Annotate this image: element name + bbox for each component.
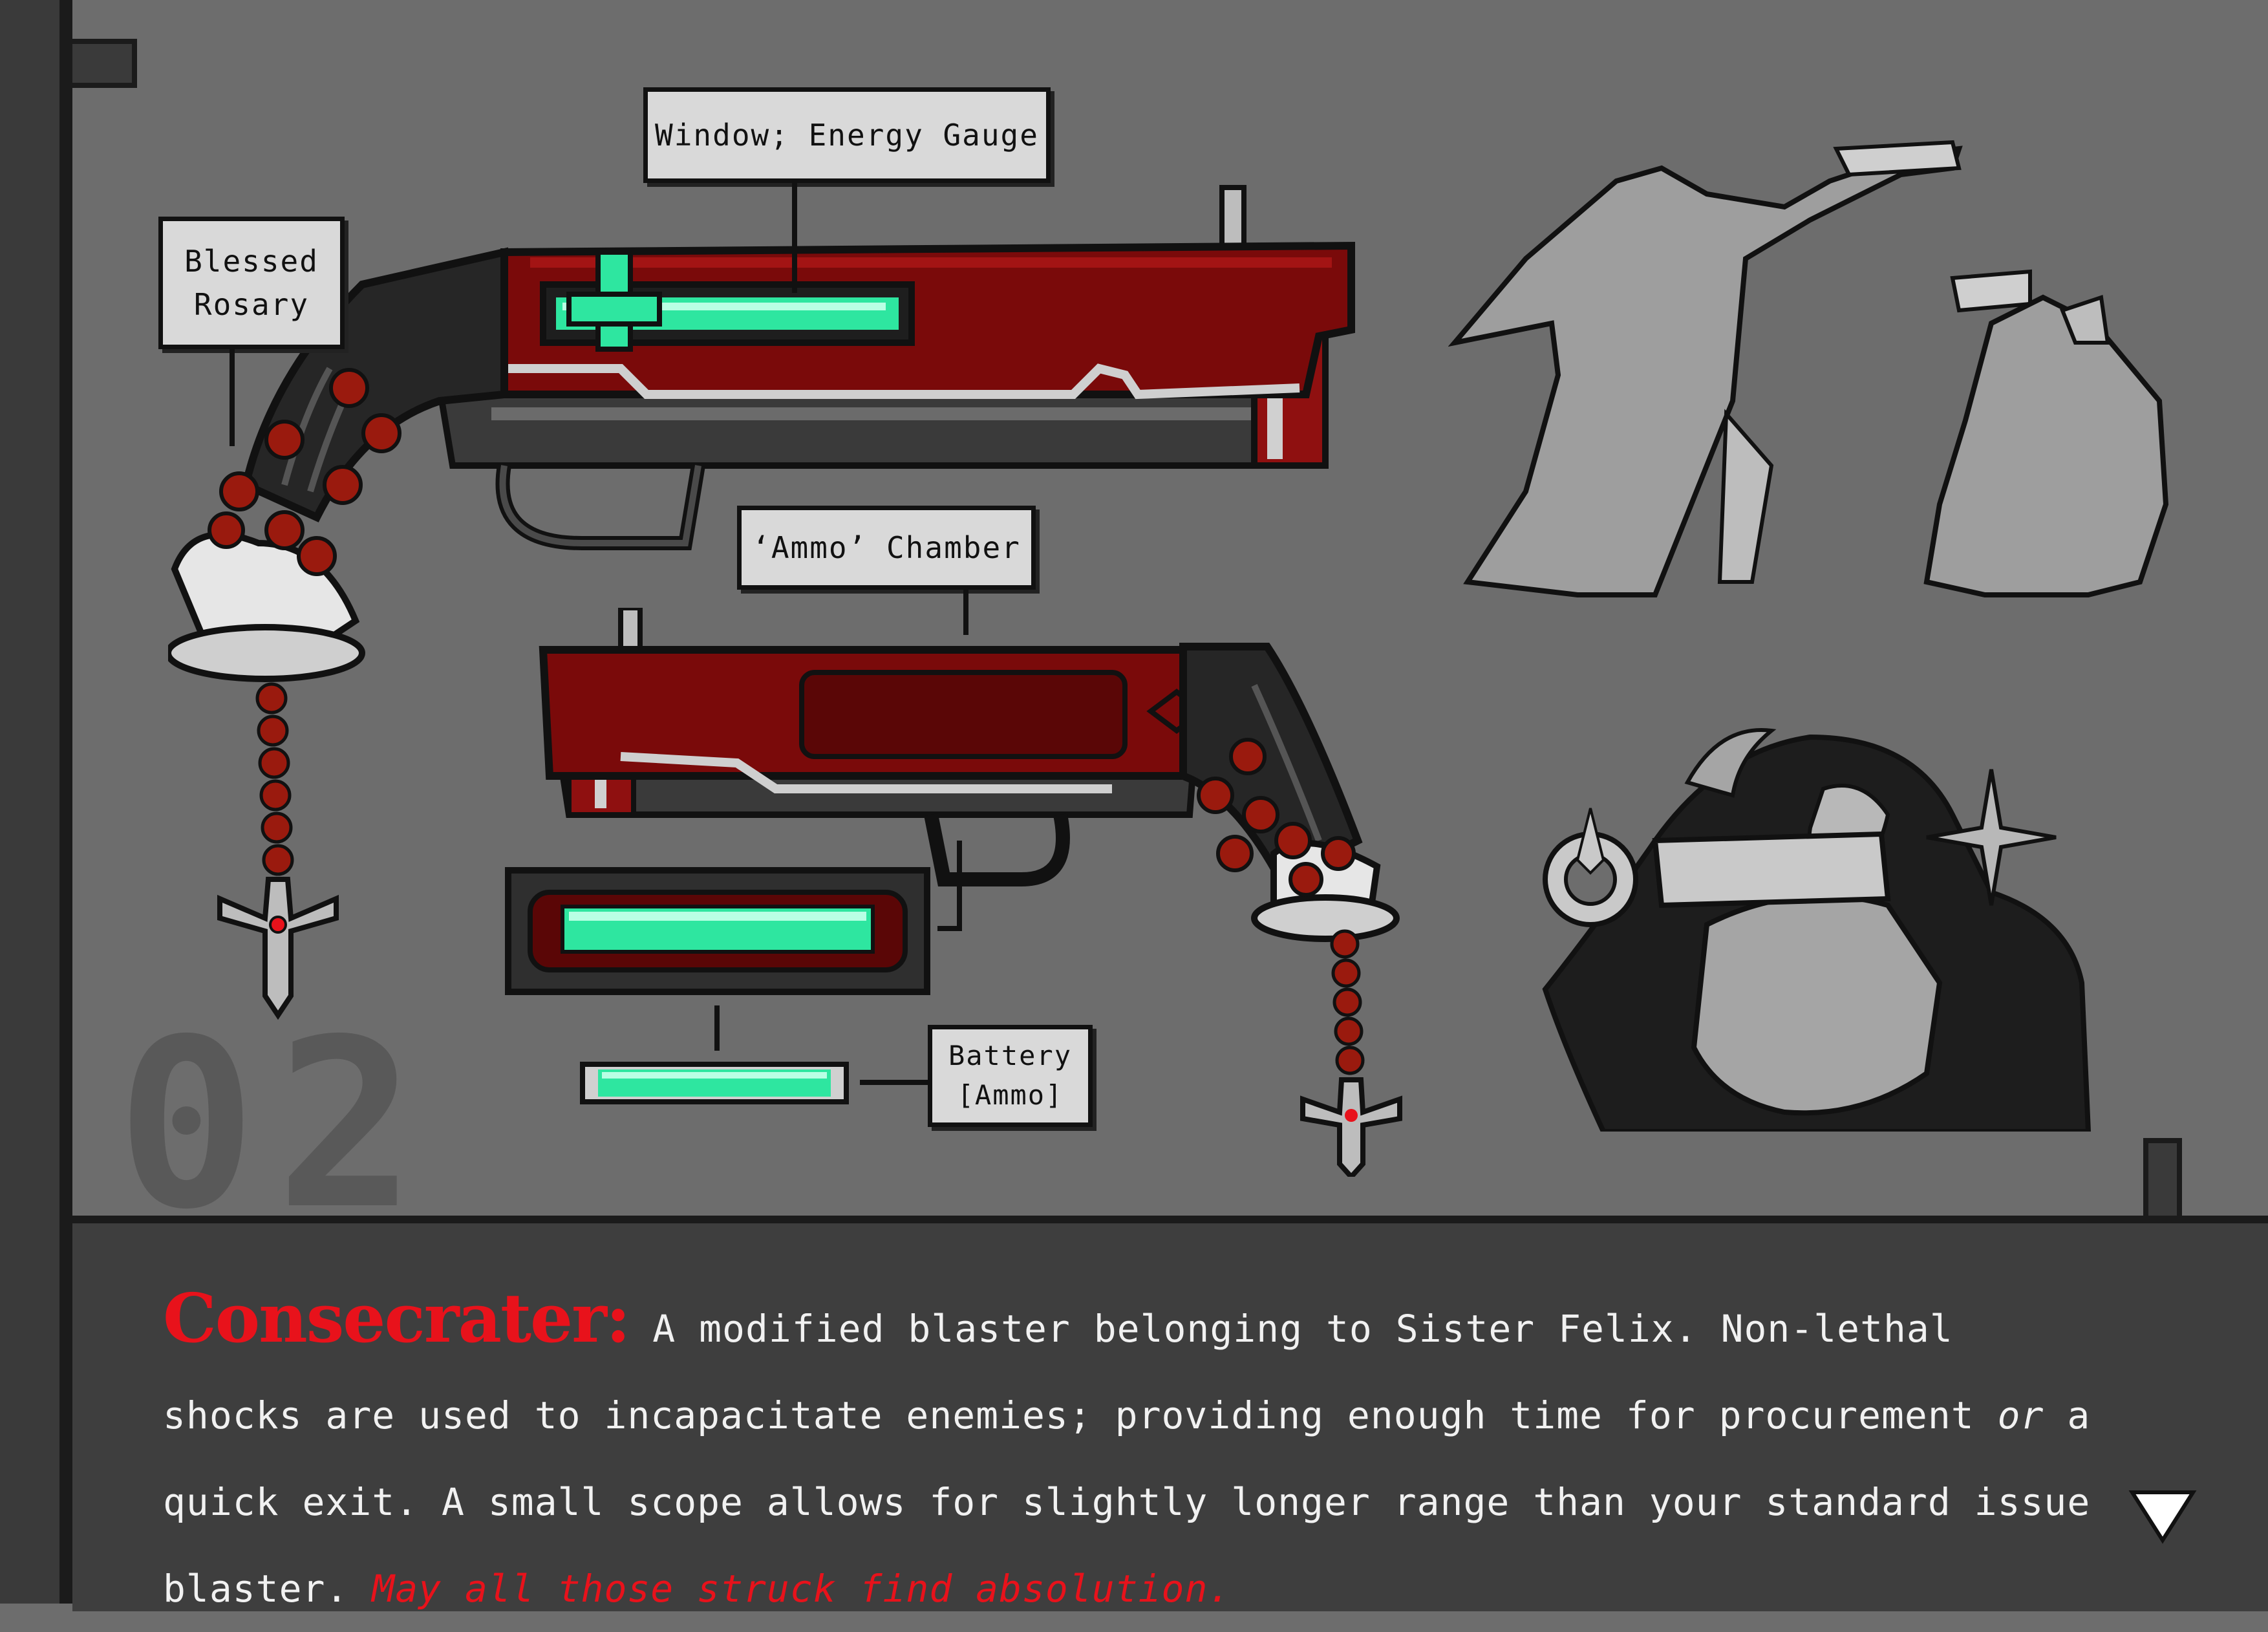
description-body-2: a quick exit. A small scope allows for s… — [163, 1393, 2091, 1611]
description-panel: Consecrater: A modified blaster belongin… — [72, 1216, 2268, 1611]
callout-blessed-rosary: Blessed Rosary — [158, 217, 345, 349]
callout-ammo-chamber-text: ‘Ammo’ Chamber — [752, 530, 1021, 565]
description-body-1: A modified blaster belonging to Sister F… — [163, 1307, 1998, 1437]
page-number: 02 — [116, 989, 436, 1260]
leader-line-chamber-bracket-foot — [937, 926, 962, 931]
callout-ammo-chamber: ‘Ammo’ Chamber — [737, 506, 1036, 590]
left-border — [0, 0, 59, 1604]
description-emphasis: or — [1997, 1393, 2044, 1437]
leader-line-rosary — [230, 349, 235, 446]
leader-line-battery — [860, 1080, 928, 1085]
next-page-triangle-icon[interactable] — [2127, 1487, 2198, 1545]
left-border-line — [59, 0, 72, 1604]
description-tagline: May all those struck find absolution. — [372, 1567, 1232, 1611]
sister-felix-aiming-portrait — [1542, 728, 2091, 1132]
sister-felix-action-poses-illustration — [1448, 140, 2169, 597]
ammo-chamber-detail — [505, 867, 930, 995]
callout-blessed-rosary-line1: Blessed — [184, 243, 319, 279]
battery-illustration — [580, 1062, 849, 1104]
corner-tab — [72, 39, 137, 88]
bottom-right-post — [2143, 1138, 2182, 1216]
callout-blessed-rosary-line2: Rosary — [193, 286, 310, 322]
callout-window-energy-gauge: Window; Energy Gauge — [643, 87, 1051, 183]
weapon-name: Consecrater: — [163, 1278, 630, 1358]
callout-window-energy-gauge-text: Window; Energy Gauge — [655, 117, 1039, 153]
callout-battery: Battery [Ammo] — [928, 1025, 1093, 1127]
description-text: Consecrater: A modified blaster belongin… — [163, 1275, 2102, 1632]
callout-battery-line2: [Ammo] — [957, 1079, 1064, 1111]
leader-line-battery-chamber — [714, 1005, 720, 1051]
leader-line-energy-gauge — [792, 183, 797, 293]
blaster-side-view-illustration — [168, 185, 1355, 1020]
leader-line-ammo-chamber — [963, 590, 968, 635]
blaster-reverse-view-illustration — [539, 608, 1402, 1177]
callout-battery-line1: Battery — [948, 1040, 1072, 1072]
leader-line-chamber-bracket — [957, 841, 962, 931]
